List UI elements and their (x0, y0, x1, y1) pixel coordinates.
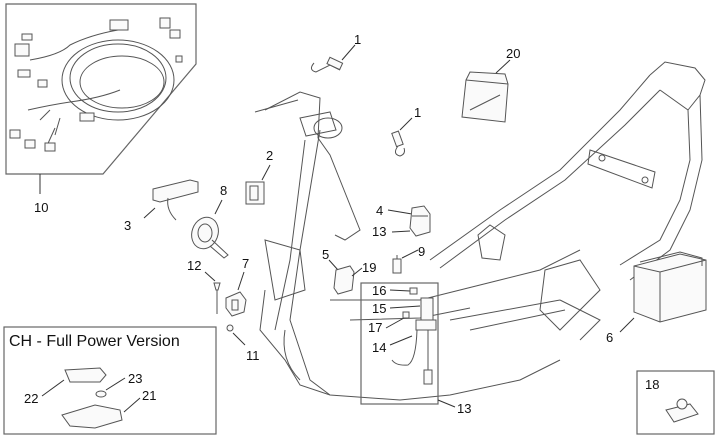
callout-10: 9 (418, 244, 425, 259)
callout-19: 18 (645, 377, 659, 392)
clip-inset: 18 (636, 370, 715, 435)
ch-inset: CH - Full Power Version 22 23 21 (3, 326, 217, 435)
callout-6: 6 (606, 330, 613, 345)
callout-4: 4 (376, 203, 383, 218)
callout-2: 2 (266, 148, 273, 163)
callout-11: 11 (246, 348, 260, 363)
callout-24: 23 (128, 371, 142, 386)
harness-inset-border (5, 3, 197, 175)
wiring-harness-drawing (9, 17, 183, 152)
callout-16: 15 (372, 301, 386, 316)
callout-1-middle: 1 (414, 105, 421, 120)
part-3-regulator: 3 (124, 179, 199, 233)
part-10-fuse: 9 (392, 244, 425, 274)
callout-13: 13 (372, 224, 386, 239)
part-1-middle: 1 (391, 105, 421, 157)
parts-4-13: 4 13 (372, 203, 431, 239)
callout-8: 8 (220, 183, 227, 198)
part-2-relay: 2 (245, 148, 273, 205)
part-1-top: 1 (310, 32, 361, 73)
callout-3: 3 (124, 218, 131, 233)
callout-1-top: 1 (354, 32, 361, 47)
part-6-battery: 6 (606, 251, 707, 345)
group-14-border (360, 282, 439, 405)
parts-7-11-12: 12 7 11 (187, 256, 260, 363)
callout-15: 14 (372, 340, 386, 355)
callout-5: 5 (322, 247, 329, 262)
part-8-horn: 8 (191, 183, 229, 259)
callout-12: 12 (187, 258, 201, 273)
callout-14: 13 (457, 401, 471, 416)
ch-inset-border (3, 326, 217, 435)
clip-inset-border (636, 370, 715, 435)
callout-7: 7 (242, 256, 249, 271)
part-21-tool-bag: 20 (461, 46, 520, 123)
parts-5-20: 5 19 (322, 247, 376, 295)
callout-23: 22 (24, 391, 38, 406)
callout-21: 20 (506, 46, 520, 61)
harness-inset: 10 (5, 3, 197, 215)
callout-17: 16 (372, 283, 386, 298)
callout-22: 21 (142, 388, 156, 403)
callout-9: 10 (34, 200, 48, 215)
ch-inset-title: CH - Full Power Version (9, 333, 180, 350)
frame-drawing (254, 61, 706, 401)
callout-18: 17 (368, 320, 382, 335)
group-14: 16 15 17 14 13 (360, 282, 471, 416)
callout-20: 19 (362, 260, 376, 275)
